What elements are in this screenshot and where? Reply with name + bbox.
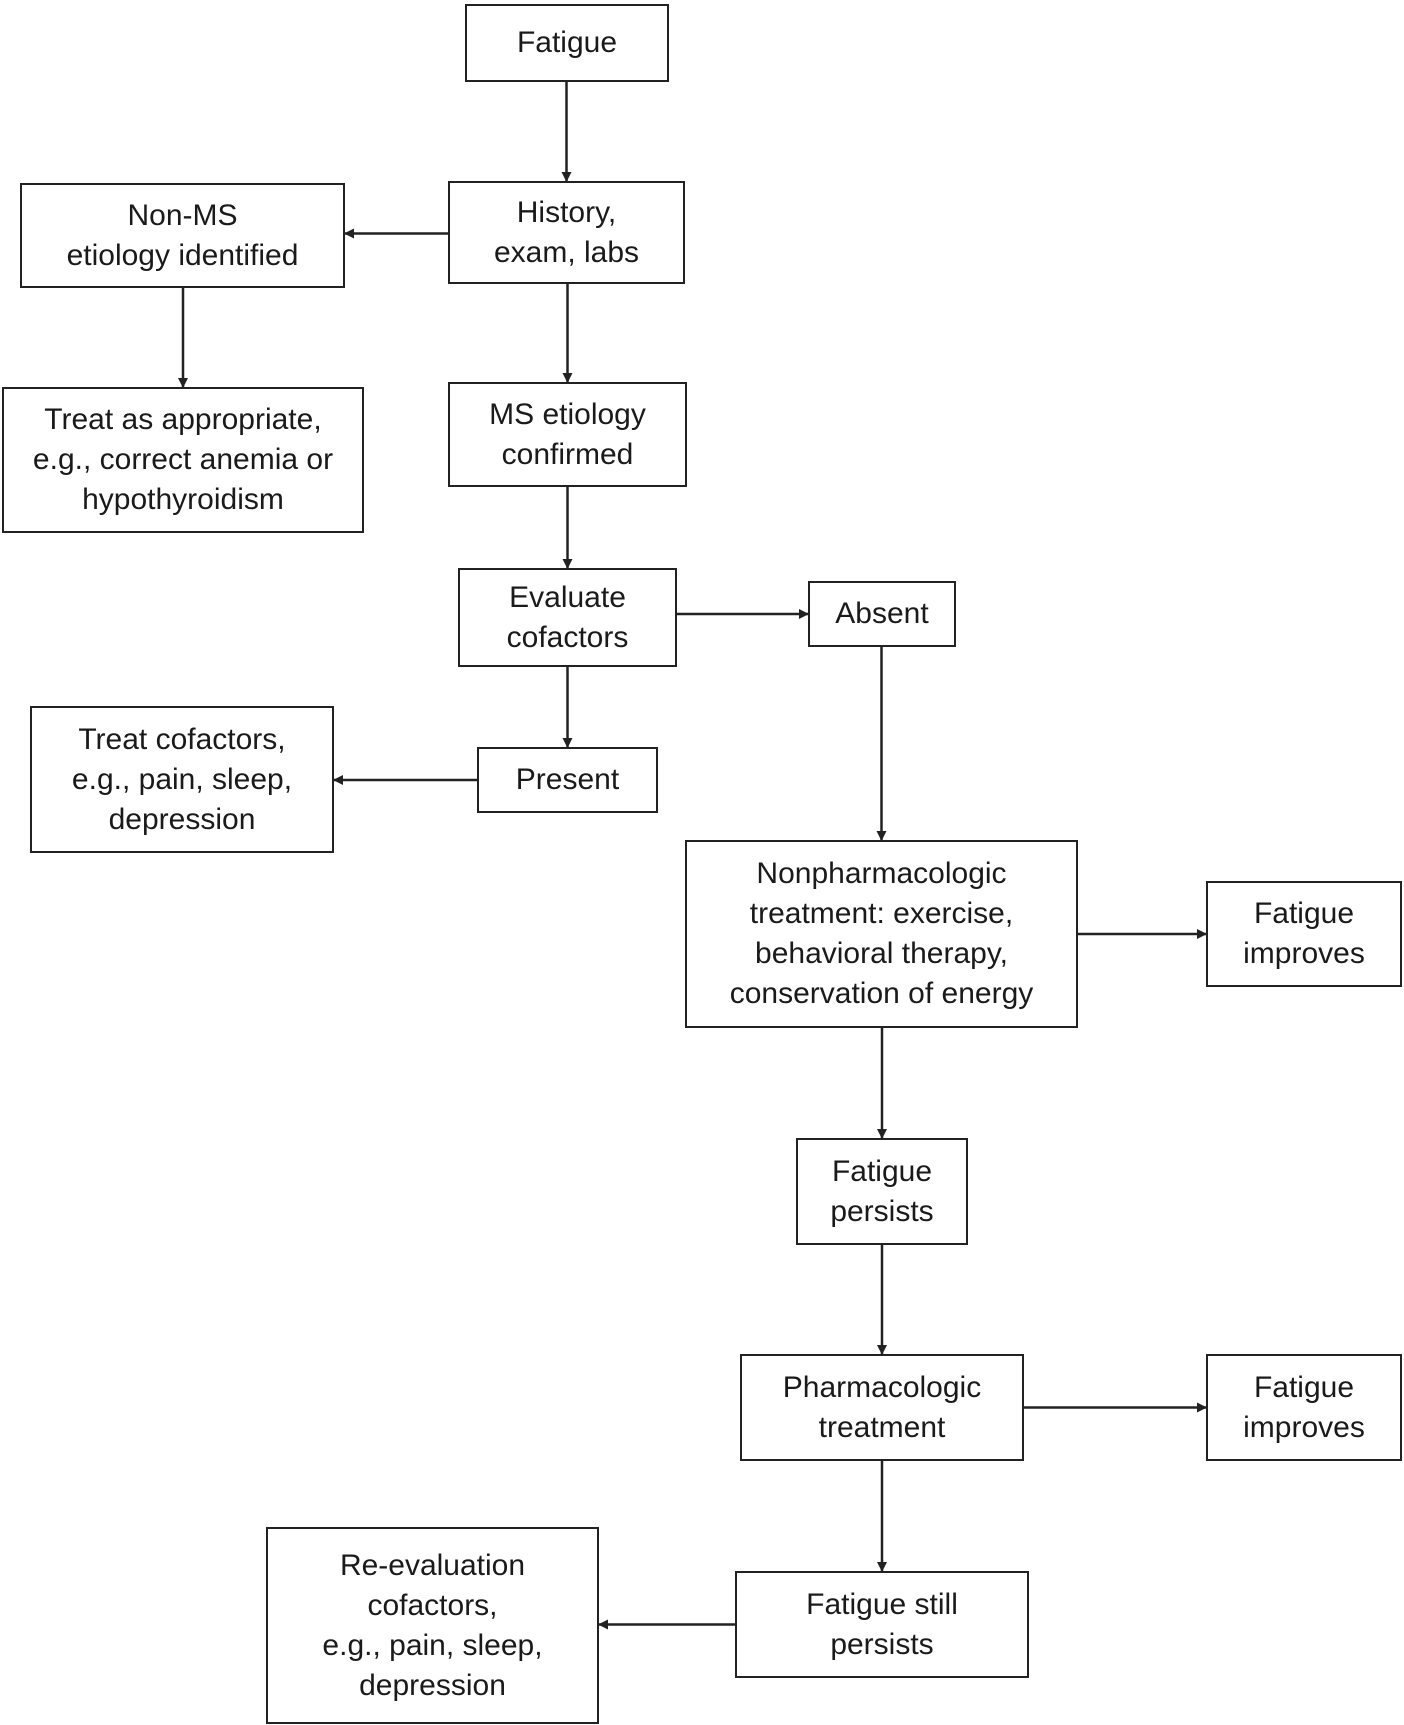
node-treat-cofactors: Treat cofactors, e.g., pain, sleep, depres… [30, 706, 334, 853]
node-text: MS etiology confirmed [489, 395, 646, 475]
node-label-line: Evaluate [509, 580, 626, 614]
node-fatigue-persists: Fatigue persists [796, 1138, 968, 1245]
node-label-line: hypothyroidism [82, 483, 284, 516]
node-text: Nonpharmacologic treatment: exercise, beha… [730, 854, 1034, 1014]
node-fatigue-improves-2: Fatigue improves [1206, 1354, 1402, 1461]
node-label-line: Fatigue [1253, 1370, 1355, 1404]
node-label-line: Absent [835, 597, 929, 630]
node-label-line: Present [515, 763, 620, 796]
node-label-line: History, [516, 195, 617, 229]
node-pharmacologic-treatment: Pharmacologic treatment [740, 1354, 1024, 1461]
node-label-line: Treat cofactors, [78, 722, 286, 756]
node-text: History, exam, labs [494, 193, 639, 273]
node-fatigue-improves-1: Fatigue improves [1206, 881, 1402, 987]
node-label-line: Fatigue still [806, 1587, 958, 1621]
node-label-line: depression [108, 802, 256, 836]
node-label-line: Re-evaluation [339, 1548, 526, 1582]
node-label-line: cofactors [506, 620, 629, 654]
node-re-evaluation-cofactors: Re-evaluation cofactors, e.g., pain, sleep… [266, 1527, 599, 1724]
node-label-line: treatment [818, 1410, 946, 1444]
node-label-line: e.g., correct anemia or [32, 443, 334, 476]
node-label-line: Fatigue [516, 26, 618, 59]
node-evaluate-cofactors: Evaluate cofactors [458, 568, 677, 667]
node-text: Re-evaluation cofactors, e.g., pain, sleep… [322, 1546, 542, 1706]
node-label-line: Pharmacologic [782, 1370, 982, 1404]
node-text: Fatigue persists [830, 1152, 933, 1232]
node-label-line: Fatigue [831, 1154, 933, 1188]
node-ms-etiology-confirmed: MS etiology confirmed [448, 382, 687, 487]
node-text: Fatigue improves [1243, 1368, 1365, 1448]
node-text: Fatigue [517, 23, 617, 63]
node-label-line: MS etiology [489, 397, 646, 431]
node-fatigue: Fatigue [465, 4, 669, 82]
node-text: Present [516, 760, 619, 800]
node-label-line: improves [1243, 1410, 1365, 1444]
node-label-line: exam, labs [493, 235, 640, 269]
node-label-line: e.g., pain, sleep, [322, 1628, 543, 1662]
node-label-line: depression [359, 1668, 506, 1702]
node-fatigue-still-persists: Fatigue still persists [735, 1571, 1029, 1678]
node-label-line: confirmed [501, 437, 634, 471]
node-label-line: persists [830, 1627, 934, 1661]
node-label-line: Treat as appropriate, [44, 403, 322, 436]
node-text: Non-MS etiology identified [67, 196, 299, 276]
node-label-line: conservation of energy [729, 977, 1034, 1010]
node-label-line: behavioral therapy, [755, 937, 1008, 970]
node-label-line: treatment: exercise, [749, 897, 1014, 930]
node-label-line: improves [1243, 937, 1365, 970]
node-label-line: persists [830, 1194, 934, 1228]
node-text: Absent [835, 594, 928, 634]
node-text: Treat cofactors, e.g., pain, sleep, depres… [72, 720, 292, 840]
node-text: Evaluate cofactors [507, 578, 629, 658]
node-absent: Absent [808, 581, 956, 647]
node-label-line: cofactors, [367, 1588, 498, 1622]
node-non-ms-etiology: Non-MS etiology identified [20, 183, 345, 288]
node-label-line: etiology identified [66, 238, 299, 272]
node-nonpharmacologic-treatment: Nonpharmacologic treatment: exercise, beha… [685, 840, 1078, 1028]
node-text: Treat as appropriate, e.g., correct anemi… [33, 400, 333, 520]
node-label-line: Non-MS [127, 198, 238, 232]
node-history-exam-labs: History, exam, labs [448, 181, 685, 284]
node-label-line: e.g., pain, sleep, [71, 762, 293, 796]
node-text: Fatigue still persists [806, 1585, 958, 1665]
node-present: Present [477, 747, 658, 813]
node-text: Fatigue improves [1243, 894, 1365, 974]
node-text: Pharmacologic treatment [783, 1368, 981, 1448]
node-treat-as-appropriate: Treat as appropriate, e.g., correct anemi… [2, 387, 364, 533]
node-label-line: Nonpharmacologic [756, 857, 1007, 890]
node-label-line: Fatigue [1253, 897, 1355, 930]
